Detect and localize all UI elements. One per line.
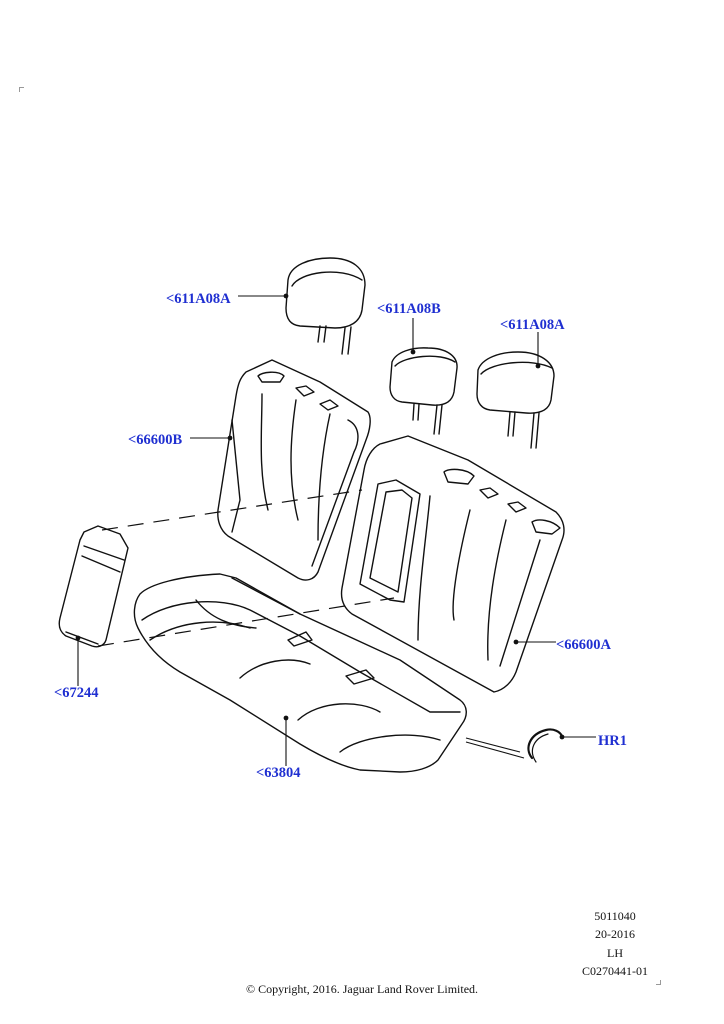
meta-code: 5011040 (594, 909, 636, 923)
leader-dots (75, 293, 565, 740)
callout-hook: HR1 (598, 733, 627, 749)
meta-side: LH (607, 946, 623, 960)
headrest-center-part (389, 347, 458, 435)
callout-headrest-center: <611A08B (377, 301, 441, 317)
headrest-left-part (285, 257, 366, 355)
callout-cushion: <63804 (256, 765, 301, 781)
meta-illustration-id: C0270441-01 (582, 964, 648, 978)
copyright-notice: © Copyright, 2016. Jaguar Land Rover Lim… (245, 982, 479, 996)
callout-backrest-left: <66600B (128, 432, 183, 448)
armrest-part (58, 525, 129, 648)
meta-date: 20-2016 (595, 927, 635, 941)
callout-backrest-right: <66600A (556, 637, 612, 653)
backrest-right-part (340, 435, 565, 693)
corner-mark-bottom-right (656, 980, 661, 985)
leader-lines (77, 295, 596, 766)
hook-part (527, 728, 564, 763)
alignment-lines (97, 489, 395, 647)
callout-headrest-right: <611A08A (500, 317, 565, 333)
seat-cushion-part (133, 573, 467, 773)
callout-armrest: <67244 (54, 685, 99, 701)
corner-mark-top-left (19, 87, 24, 92)
headrest-right-part (476, 351, 555, 449)
callout-headrest-left: <611A08A (166, 291, 231, 307)
backrest-left-part (217, 359, 371, 581)
